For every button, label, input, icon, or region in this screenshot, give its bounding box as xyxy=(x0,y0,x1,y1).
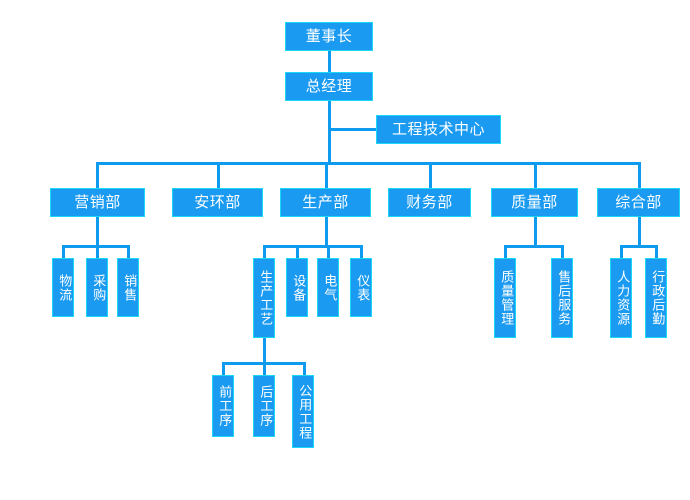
connector-drop-purchasing xyxy=(96,245,99,259)
connector-drop-admin xyxy=(655,245,658,259)
node-department-general-affairs[interactable]: 综合部 xyxy=(597,188,680,217)
connector-chairman-to-gm xyxy=(328,50,331,72)
connector-drop-equipment xyxy=(296,245,299,259)
connector-drop-sales xyxy=(127,245,130,259)
node-after-sales-service[interactable]: 售后服务 xyxy=(551,258,573,338)
connector-gm-to-engineering xyxy=(328,128,377,131)
node-purchasing[interactable]: 采购 xyxy=(86,258,108,317)
connector-drop-production xyxy=(325,162,328,189)
connector-production-stem xyxy=(325,216,328,245)
connector-drop-quality-mgmt xyxy=(504,245,507,259)
connector-drop-instrument xyxy=(360,245,363,259)
node-department-finance[interactable]: 财务部 xyxy=(388,188,471,217)
connector-drop-safety xyxy=(217,162,220,189)
node-chairman[interactable]: 董事长 xyxy=(285,22,373,51)
node-utility-engineering[interactable]: 公用工程 xyxy=(292,375,314,448)
node-department-quality[interactable]: 质量部 xyxy=(491,188,578,217)
connector-drop-logistics xyxy=(62,245,65,259)
node-equipment[interactable]: 设备 xyxy=(286,258,308,317)
connector-drop-process xyxy=(263,245,266,259)
connector-drop-hr xyxy=(620,245,623,259)
connector-drop-electrical xyxy=(327,245,330,259)
node-department-marketing[interactable]: 营销部 xyxy=(50,188,145,217)
node-electrical[interactable]: 电气 xyxy=(317,258,339,317)
node-logistics[interactable]: 物流 xyxy=(52,258,74,317)
connector-process-stem xyxy=(263,338,266,365)
connector-production-bus xyxy=(263,245,363,248)
node-back-process[interactable]: 后工序 xyxy=(253,375,275,437)
node-general-manager[interactable]: 总经理 xyxy=(285,72,373,101)
node-engineering-center[interactable]: 工程技术中心 xyxy=(376,115,501,144)
node-human-resources[interactable]: 人力资源 xyxy=(610,258,632,338)
connector-drop-marketing xyxy=(96,162,99,189)
connector-department-bus xyxy=(96,162,638,165)
connector-drop-general xyxy=(638,162,641,189)
connector-drop-utility xyxy=(303,362,306,376)
connector-drop-front-process xyxy=(222,362,225,376)
connector-quality-stem xyxy=(534,216,537,245)
connector-general-stem xyxy=(638,216,641,245)
node-sales[interactable]: 销售 xyxy=(117,258,139,317)
node-department-production[interactable]: 生产部 xyxy=(280,188,371,217)
node-front-process[interactable]: 前工序 xyxy=(212,375,234,437)
connector-marketing-stem xyxy=(96,216,99,245)
node-instrument[interactable]: 仪表 xyxy=(350,258,372,317)
connector-drop-back-process xyxy=(263,362,266,376)
connector-drop-after-sales xyxy=(561,245,564,259)
node-quality-management[interactable]: 质量管理 xyxy=(494,258,516,338)
node-production-process[interactable]: 生产工艺 xyxy=(253,258,275,338)
connector-general-bus xyxy=(620,245,658,248)
connector-drop-quality xyxy=(534,162,537,189)
node-department-safety-environment[interactable]: 安环部 xyxy=(172,188,263,217)
connector-quality-bus xyxy=(504,245,564,248)
connector-drop-finance xyxy=(429,162,432,189)
connector-gm-down xyxy=(328,100,331,162)
node-administration-logistics[interactable]: 行政后勤 xyxy=(645,258,667,338)
